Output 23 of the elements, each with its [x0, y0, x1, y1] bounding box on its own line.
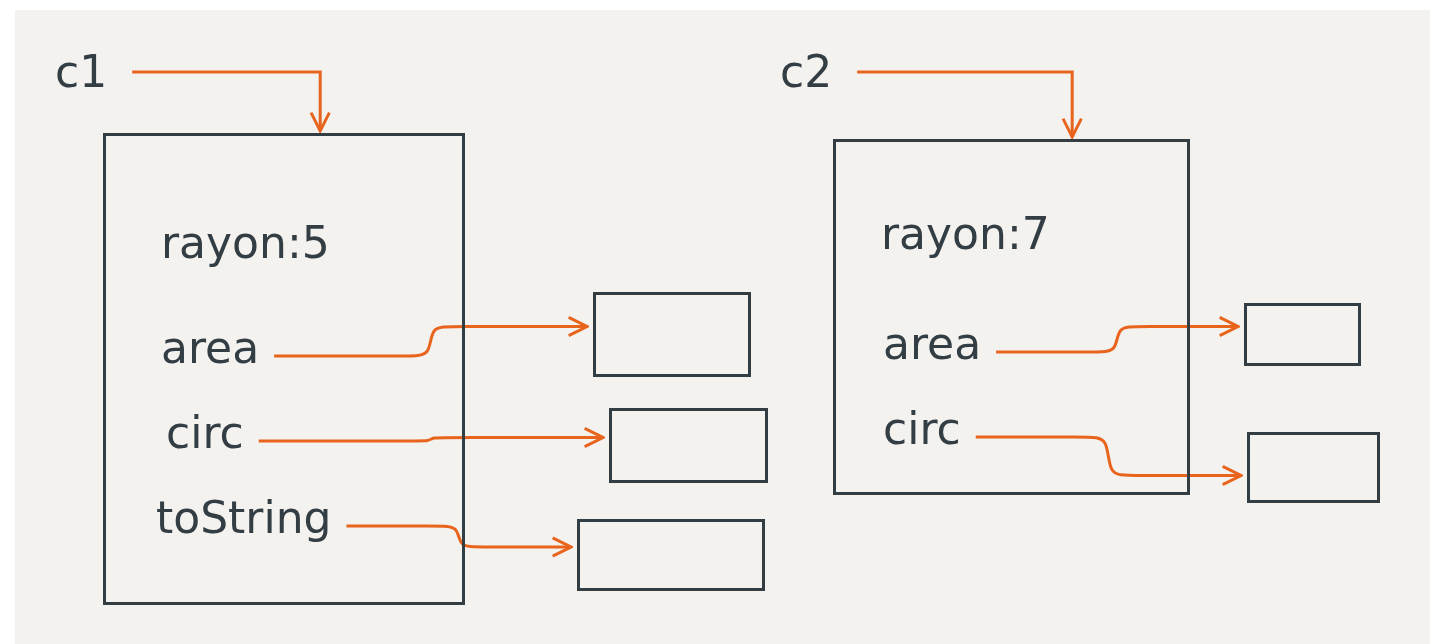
field-label: area: [161, 326, 260, 370]
arrow: [258, 426, 605, 449]
object-box: [833, 139, 1190, 495]
value-box: [609, 408, 768, 483]
value-box: [577, 519, 765, 591]
arrow: [346, 524, 573, 558]
object-box: [103, 133, 465, 605]
field-label: circ: [883, 407, 961, 451]
arrow: [274, 315, 589, 358]
value-box: [1244, 303, 1361, 366]
arrow: [857, 70, 1083, 139]
arrow: [996, 315, 1240, 354]
field-label: area: [883, 322, 982, 366]
arrow: [132, 70, 331, 133]
variable-name: c1: [55, 50, 108, 94]
field-label: rayon:5: [161, 221, 330, 265]
field-label: toString: [156, 496, 332, 540]
variable-name: c2: [780, 50, 833, 94]
field-label: circ: [166, 411, 244, 455]
value-box: [593, 292, 751, 377]
arrow: [975, 435, 1243, 487]
value-box: [1247, 432, 1380, 503]
field-label: rayon:7: [881, 212, 1050, 256]
